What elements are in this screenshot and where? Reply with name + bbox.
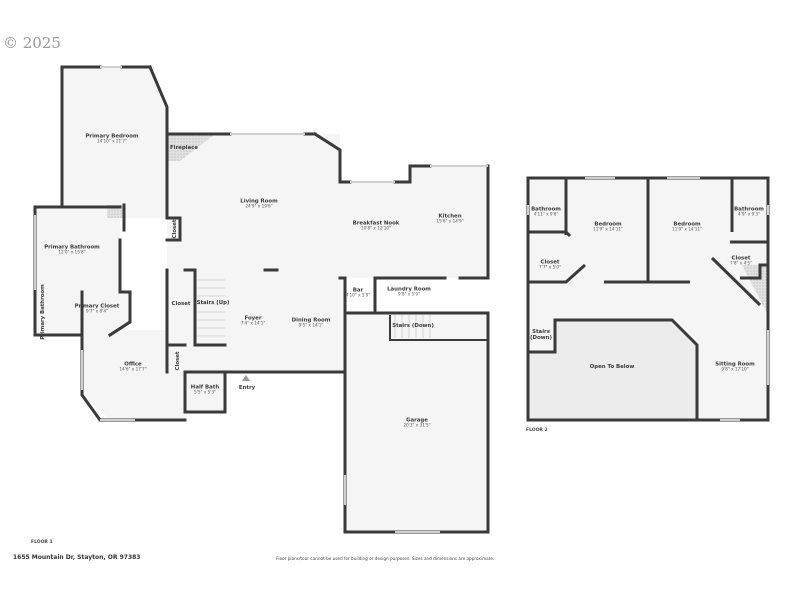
disclaimer-text: Floor plans/tour cannot be used for buil…: [276, 556, 495, 561]
floor2-walls: [526, 176, 770, 422]
room-primary-bathroom-small: Primary Bathroom: [39, 284, 46, 340]
floor1-walls: [33, 65, 490, 534]
floor1-fill: [35, 67, 488, 532]
floor1-windows: [34, 66, 488, 533]
entry-arrow-icon: [242, 375, 250, 381]
room-stairs-down: Stairs (Down): [392, 322, 434, 329]
floor1-label: FLOOR 1: [31, 540, 53, 545]
floor2-label: FLOOR 2: [526, 428, 548, 433]
room-open-to-below: Open To Below: [589, 363, 635, 370]
property-address: 1655 Mountain Dr, Stayton, OR 97383: [13, 554, 141, 561]
room-closet-foyer: Closet: [171, 300, 191, 307]
stairs-up-treads: [197, 279, 225, 337]
stairs-down-treads: [394, 315, 431, 338]
room-entry: Entry: [238, 384, 256, 391]
room-closet-office: Closet: [174, 351, 181, 371]
room-closet-living: Closet: [171, 219, 178, 239]
room-stairs-down-2: Stairs (Down): [530, 328, 552, 341]
copyright-watermark: © 2025: [3, 34, 61, 52]
floor2-windows: [527, 177, 769, 421]
room-stairs-up: Stairs (Up): [196, 299, 230, 306]
fireplace-hatch: [167, 134, 215, 161]
room-fireplace: Fireplace: [169, 144, 199, 151]
